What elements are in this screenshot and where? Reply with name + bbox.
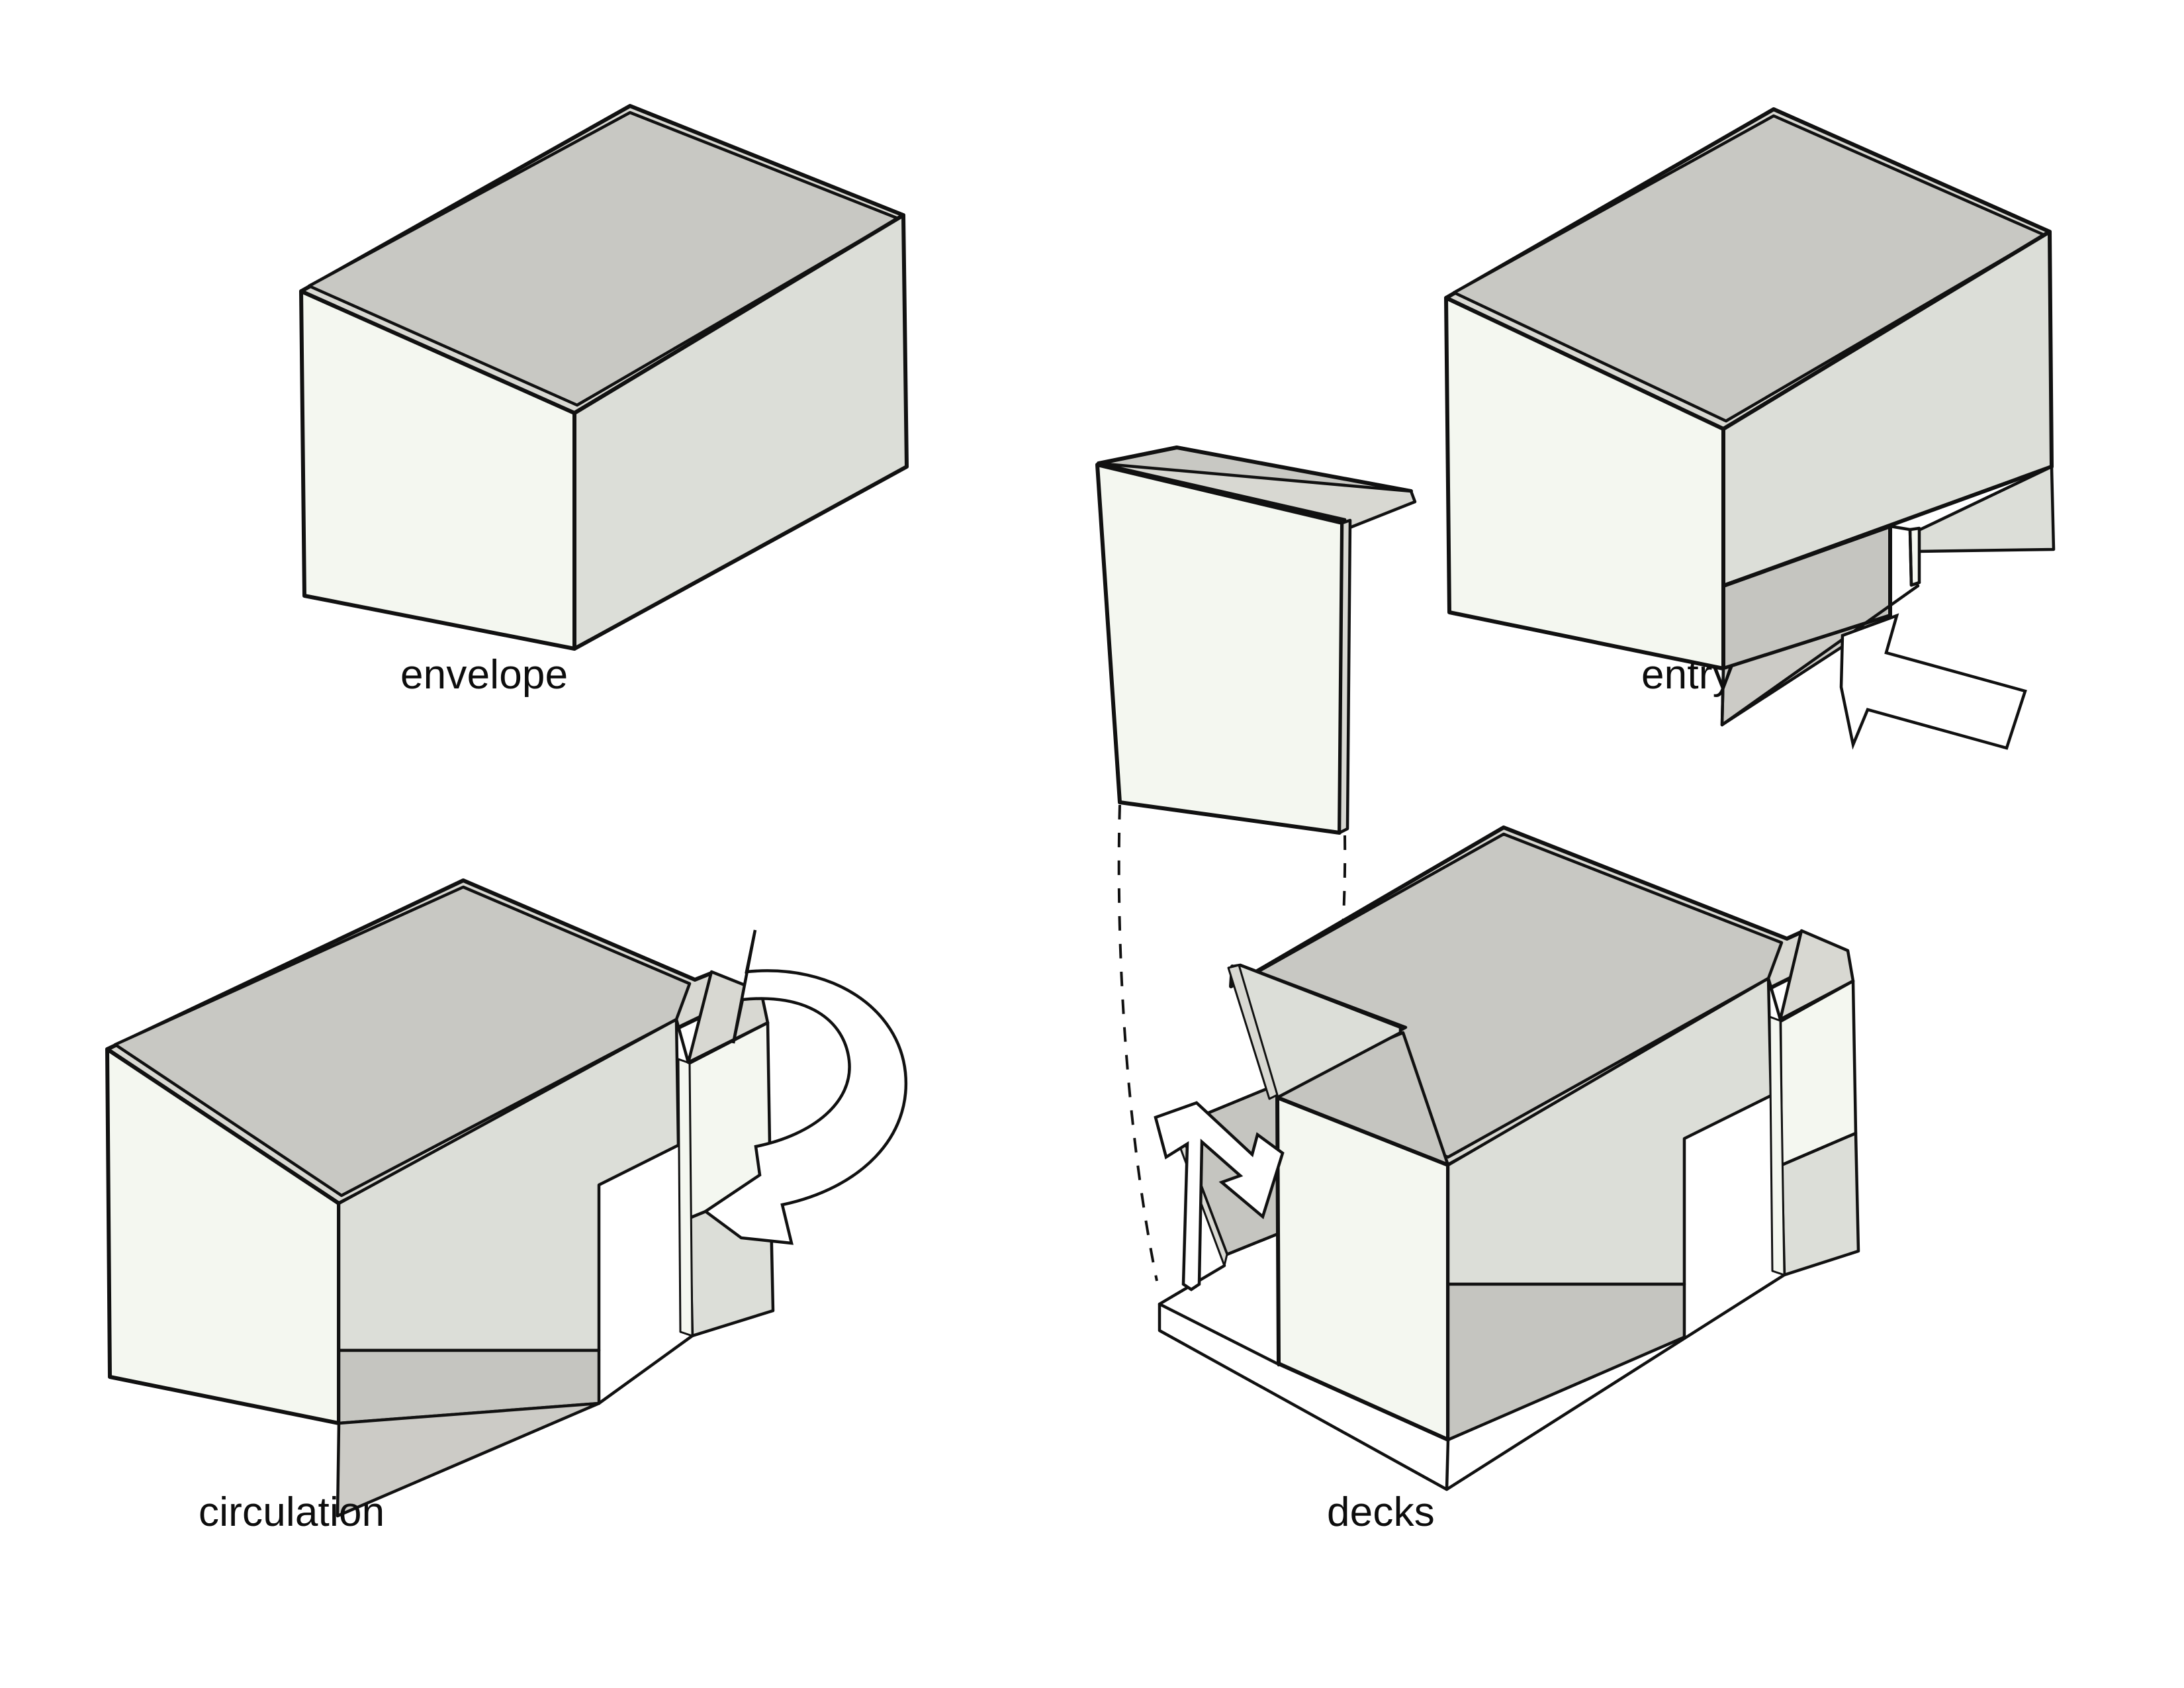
entry-notch-edges <box>1888 524 1921 587</box>
circulation-ground-wedge <box>336 1401 601 1518</box>
circulation-gap-line <box>674 1017 690 1064</box>
envelope-caption: envelope <box>400 652 568 698</box>
decks-slab-gap-line <box>1766 976 1782 1021</box>
deck-module-wall-edge <box>1338 518 1352 835</box>
circulation-slab-reveal <box>677 1058 694 1337</box>
diagram-envelope: envelope <box>299 104 909 698</box>
envelope-face-right <box>572 213 909 651</box>
decks-notch-wall-edge <box>1227 964 1279 1100</box>
deck-module-wall-face <box>1095 463 1344 835</box>
diagram-decks: decks <box>1154 825 1860 1535</box>
circulation-slab-underedge <box>688 1021 770 1065</box>
entry-direction-arrow-icon <box>1839 613 2027 750</box>
decks-slab-underedge <box>1780 979 1855 1023</box>
deck-module-slab-edge <box>1097 461 1417 532</box>
decks-lift-arrow-icon <box>1154 1101 1285 1291</box>
circulation-base-edge <box>597 1334 694 1405</box>
decks-caption: decks <box>1327 1489 1435 1535</box>
diagram-circulation: circulation <box>105 878 908 1535</box>
circulation-rotation-arrow-icon <box>703 929 908 1245</box>
deck-guide-line-left <box>1117 804 1158 1282</box>
decks-base-edge-mid <box>1158 1302 1279 1366</box>
diagram-entry: entry <box>1444 107 2056 750</box>
entry-caption: entry <box>1641 652 1733 698</box>
entry-ground-edge-2 <box>1720 667 1725 727</box>
circulation-caption: circulation <box>199 1489 385 1535</box>
entry-ground-edge-1 <box>1720 584 1920 727</box>
circulation-roof-top <box>113 885 692 1197</box>
floating-deck-module <box>1095 445 1417 1282</box>
